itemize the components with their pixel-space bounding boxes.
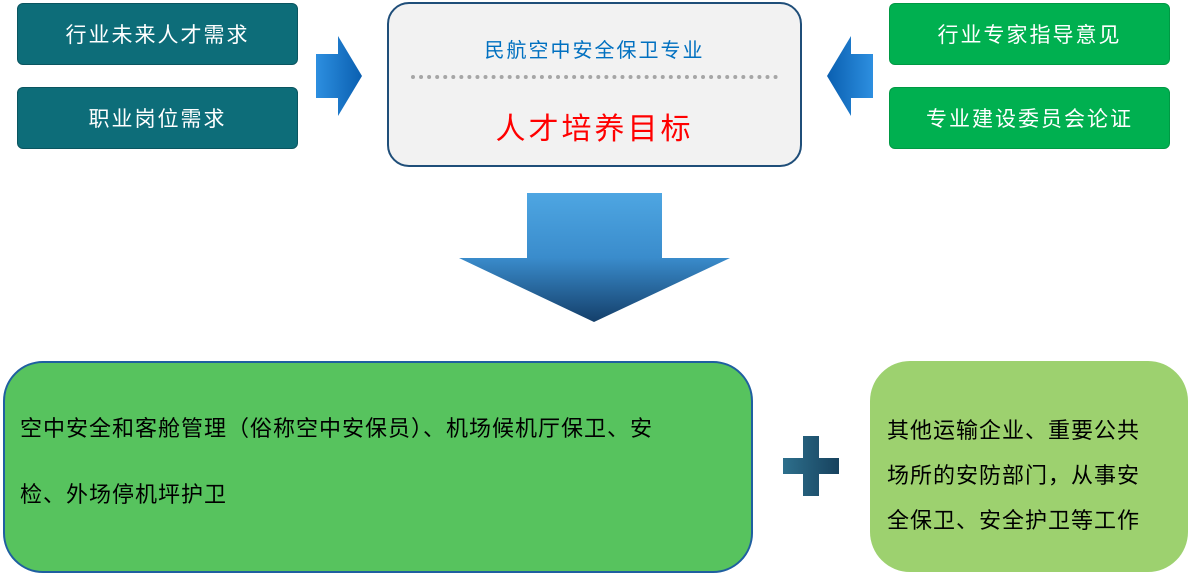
- input-committee-review: 专业建设委员会论证: [889, 87, 1170, 149]
- goal-title: 人才培养目标: [495, 112, 694, 147]
- talent-goal-box: 民航空中安全保卫专业 人才培养目标: [387, 2, 802, 167]
- box-label: 行业未来人才需求: [65, 23, 250, 47]
- secondary-line-2: 场所的安防部门，从事安: [887, 464, 1141, 489]
- primary-career-box: 空中安全和客舱管理（俗称空中安保员）、机场候机厅保卫、安 检、外场停机坪护卫: [3, 361, 753, 573]
- arrow-down-icon: [459, 193, 730, 322]
- major-title: 民航空中安全保卫专业: [484, 38, 705, 62]
- primary-line-1: 空中安全和客舱管理（俗称空中安保员）、机场候机厅保卫、安: [20, 417, 654, 442]
- box-label: 行业专家指导意见: [937, 23, 1122, 47]
- input-industry-talent-demand: 行业未来人才需求: [17, 3, 298, 65]
- arrow-right-icon: [316, 36, 362, 116]
- dotted-divider: [411, 75, 778, 79]
- input-expert-guidance: 行业专家指导意见: [889, 3, 1170, 65]
- box-label: 专业建设委员会论证: [926, 107, 1133, 131]
- secondary-line-3: 全保卫、安全护卫等工作: [887, 509, 1141, 534]
- arrow-left-icon: [827, 36, 873, 116]
- primary-line-2: 检、外场停机坪护卫: [20, 483, 228, 508]
- secondary-line-1: 其他运输企业、重要公共: [887, 419, 1141, 444]
- secondary-career-box: 其他运输企业、重要公共 场所的安防部门，从事安 全保卫、安全护卫等工作: [870, 361, 1188, 572]
- input-job-position-demand: 职业岗位需求: [17, 87, 298, 149]
- box-label: 职业岗位需求: [88, 107, 227, 131]
- plus-icon: [783, 436, 839, 496]
